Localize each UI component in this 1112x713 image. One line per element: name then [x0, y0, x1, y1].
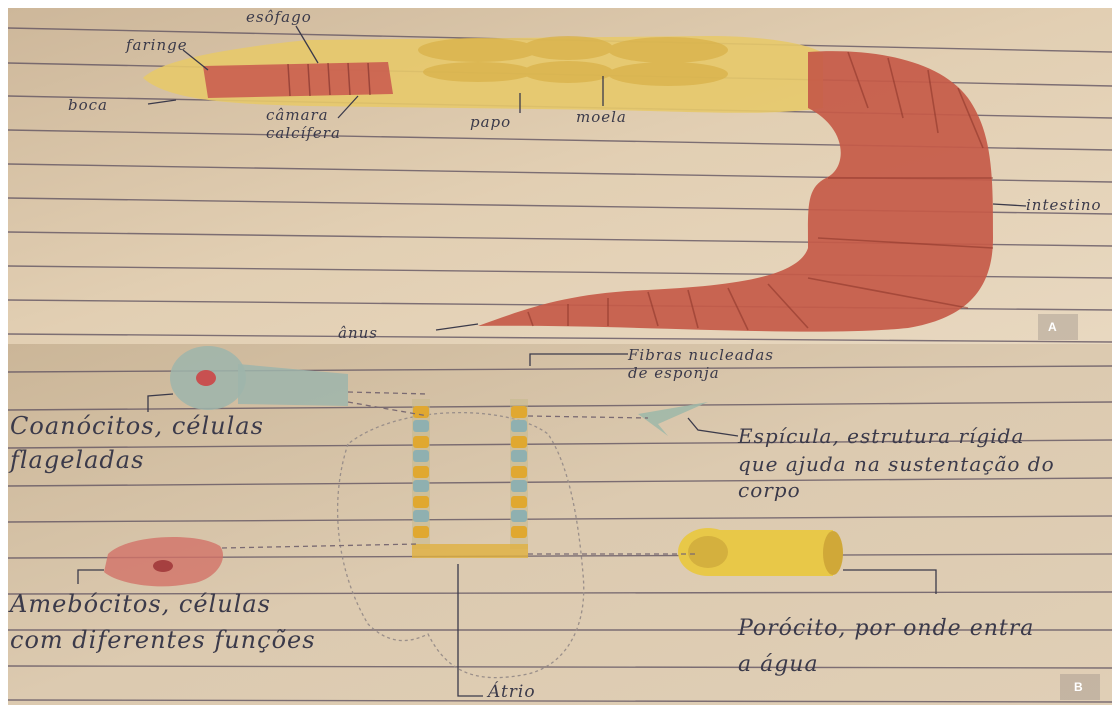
- label-coanocitos-2: flageladas: [10, 448, 144, 472]
- label-coanocitos: Coanócitos, células: [10, 414, 264, 438]
- label-atrio: Átrio: [488, 684, 536, 701]
- label-amebocitos: Amebócitos, células: [10, 592, 271, 616]
- label-intestino: intestino: [1026, 198, 1102, 213]
- panel-a-drawing: [8, 8, 1112, 344]
- panel-letter-b: B: [1074, 680, 1083, 694]
- label-esofago: esôfago: [246, 10, 312, 25]
- sponge-wall-left: [412, 399, 430, 549]
- label-papo: papo: [470, 115, 511, 130]
- label-amebocitos-2: com diferentes funções: [10, 628, 316, 652]
- label-boca: boca: [68, 98, 108, 113]
- panel-b-sponge-structure: Fibras nucleadas de esponja Coanócitos, …: [8, 344, 1112, 705]
- label-espicula: Espícula, estrutura rígida: [738, 426, 1024, 446]
- label-calcifera: calcífera: [266, 126, 341, 141]
- label-espicula-3: corpo: [738, 480, 801, 500]
- label-moela: moela: [576, 110, 627, 125]
- label-anus: ânus: [338, 326, 378, 341]
- sponge-wall-right: [510, 399, 528, 549]
- tract-esophagus: [203, 62, 393, 98]
- label-fibras-2: de esponja: [628, 366, 720, 381]
- sponge-base: [412, 544, 528, 558]
- label-poro-2: a água: [738, 654, 819, 676]
- label-fibras: Fibras nucleadas: [628, 348, 774, 363]
- panel-a-earthworm-digestive-system: faringe esôfago boca câmara calcífera pa…: [8, 8, 1112, 344]
- label-espicula-2: que ajuda na sustentação do: [738, 454, 1055, 474]
- label-faringe: faringe: [126, 38, 188, 53]
- porocyte-drawing: [678, 528, 843, 576]
- panel-letter-a: A: [1048, 320, 1057, 334]
- label-poro: Porócito, por onde entra: [738, 618, 1034, 640]
- label-camara: câmara: [266, 108, 329, 123]
